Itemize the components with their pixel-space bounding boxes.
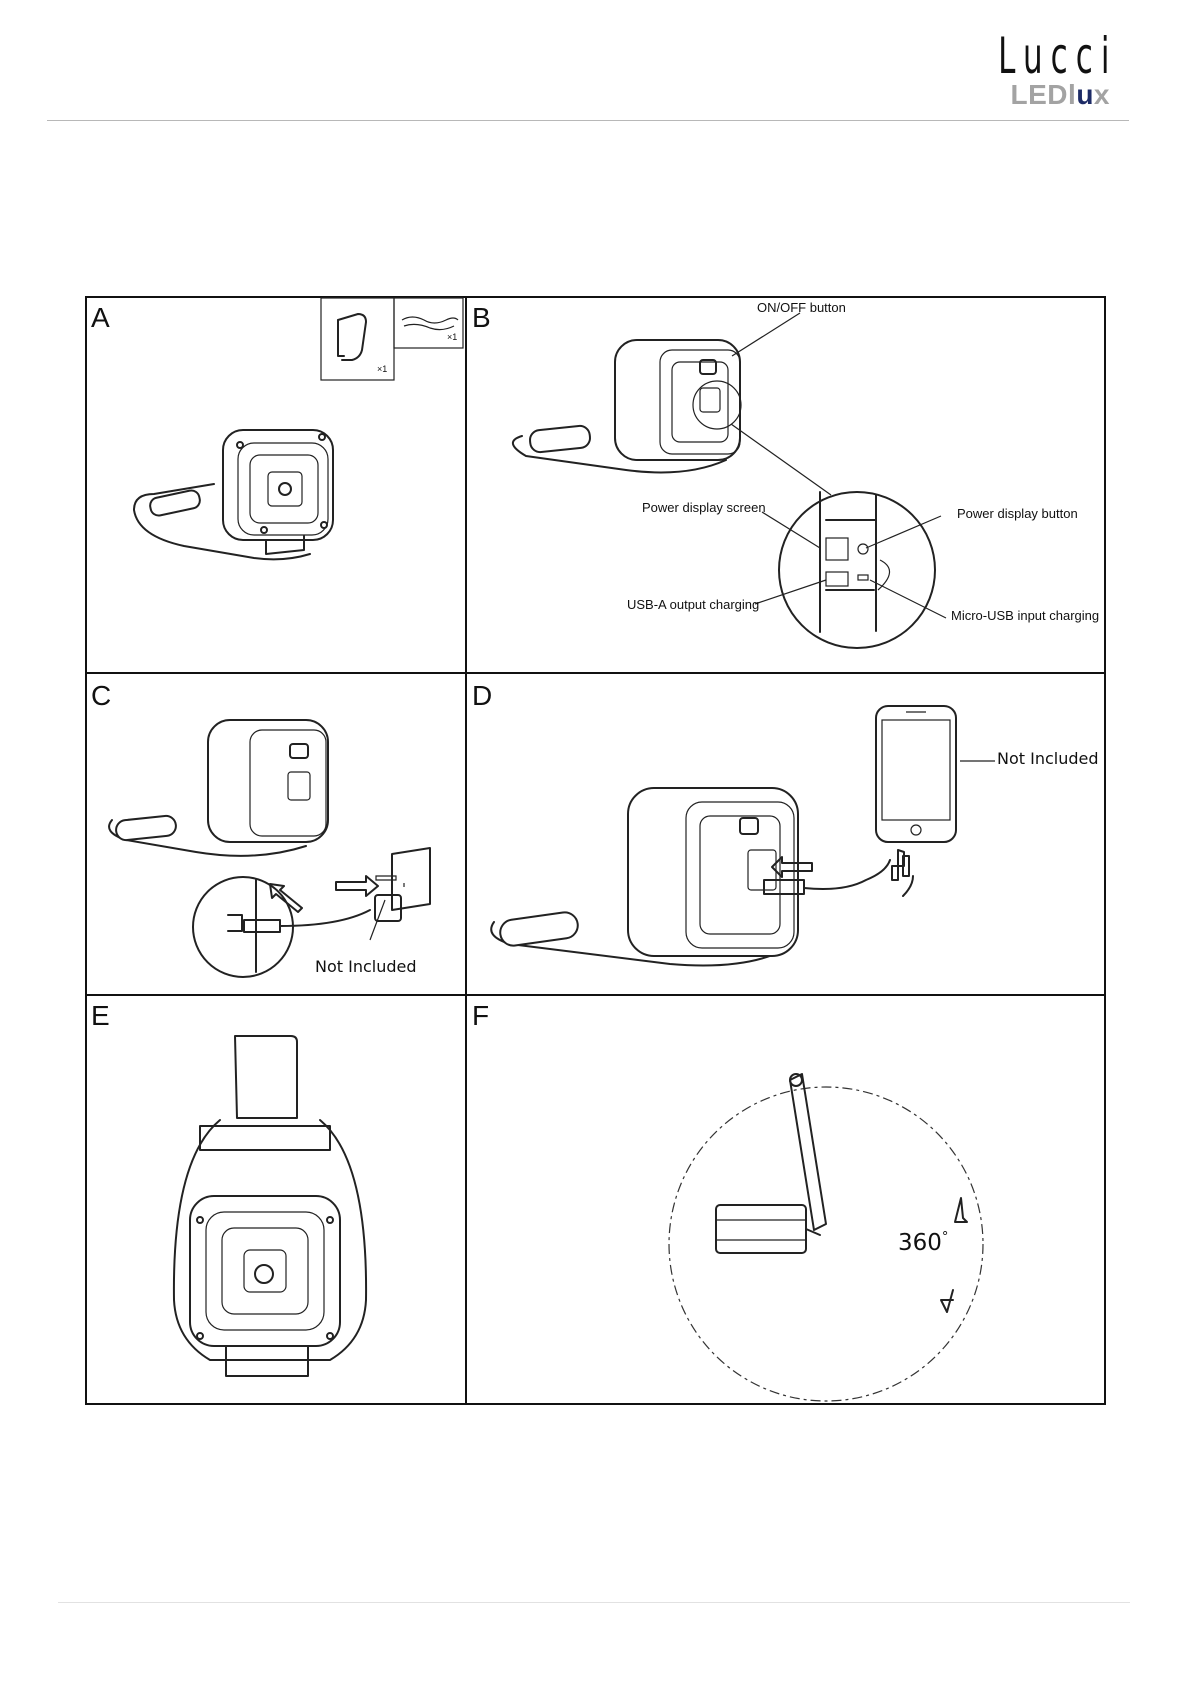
hook-clip [235, 1036, 297, 1118]
panel-label-f: F [472, 1001, 489, 1031]
callout-not-included-d: Not Included [997, 749, 1099, 768]
callout-power-display-button: Power display button [957, 506, 1078, 521]
lamp-body-e [190, 1196, 340, 1346]
smartphone-icon [876, 706, 956, 842]
panel-d-drawing [491, 706, 995, 966]
lamp-body-f [716, 1205, 806, 1253]
panel-c-drawing [109, 720, 430, 977]
lamp-body-d [628, 788, 798, 956]
panel-e-drawing [174, 1036, 366, 1376]
panel-label-e: E [91, 1001, 110, 1031]
callout-usb-a-output: USB-A output charging [627, 597, 759, 612]
hook-quantity: ×1 [377, 364, 387, 374]
panel-label-a: A [91, 303, 110, 333]
callout-micro-usb-input: Micro-USB input charging [951, 608, 1099, 623]
panel-label-b: B [472, 303, 491, 333]
usb-cable-icon [402, 317, 458, 330]
panel-label-d: D [472, 681, 492, 711]
panel-a-drawing [134, 298, 463, 559]
port-detail-circle [779, 492, 935, 648]
cable-quantity: ×1 [447, 332, 457, 342]
callout-not-included-c: Not Included [315, 957, 417, 976]
rotation-360-label: 360° [898, 1230, 948, 1256]
panel-label-c: C [91, 681, 111, 711]
hanging-hook-icon [338, 314, 366, 360]
callout-power-display-screen: Power display screen [642, 500, 766, 515]
callout-on-off-button: ON/OFF button [757, 300, 846, 315]
